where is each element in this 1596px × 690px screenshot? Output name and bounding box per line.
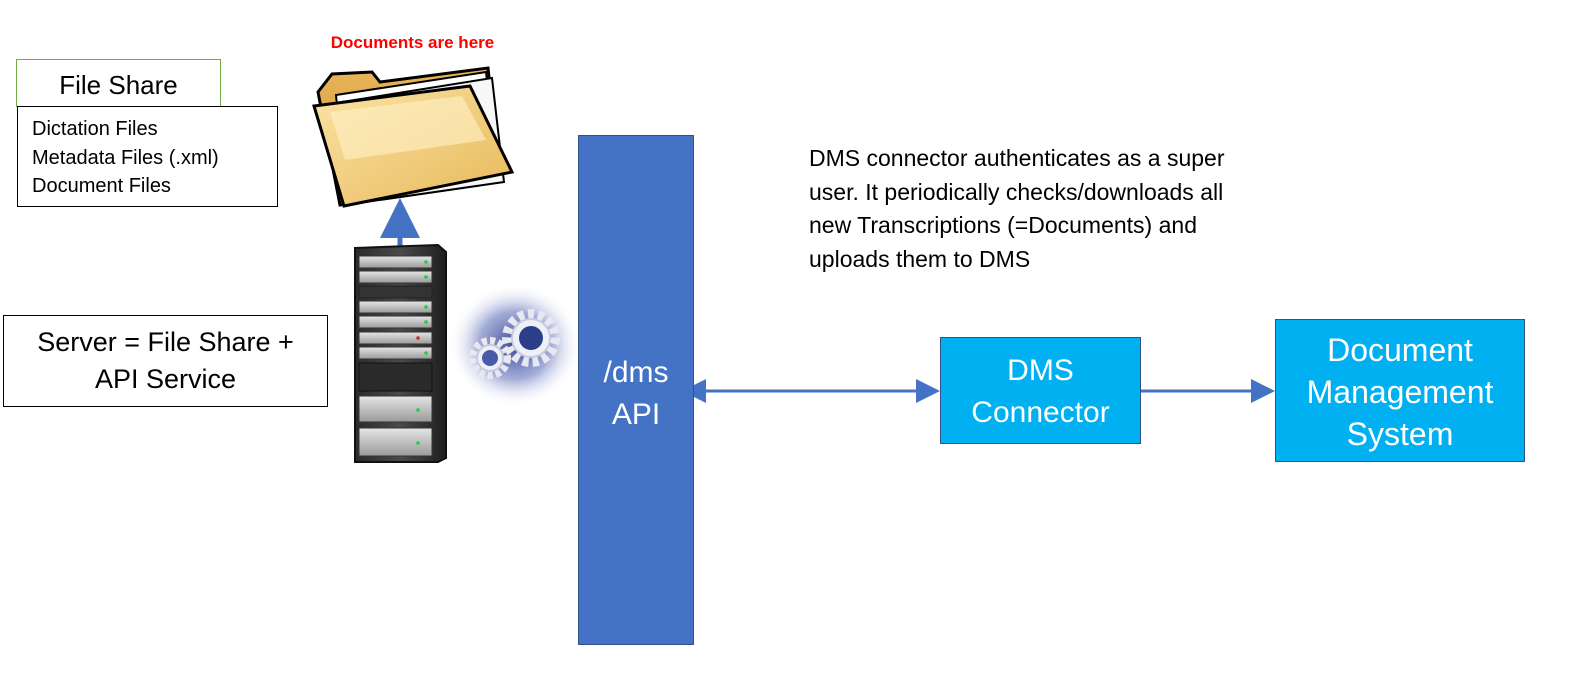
connector-label-line-1: DMS [1007,354,1074,387]
connector-description: DMS connector authenticates as a super u… [809,142,1279,276]
document-management-system-box: Document Management System [1275,319,1525,462]
dms-label-line-3: System [1346,416,1454,452]
server-label-line-1: Server = File Share + [37,327,294,357]
dms-label-line-2: Management [1306,374,1494,410]
server-rack-icon [354,243,447,463]
description-line: user. It periodically checks/downloads a… [809,178,1224,205]
folder-label: Documents are here [330,33,495,52]
server-label: Server = File Share + API Service [3,315,328,407]
folder-icon [312,66,515,208]
file-type-item: Document Files [32,175,171,197]
description-line: DMS connector authenticates as a super [809,145,1225,171]
description-line: new Transcriptions (=Documents) and [809,212,1197,238]
gears-icon [449,283,581,407]
connector-label-line-2: Connector [971,396,1110,429]
file-share-contents: Dictation Files Metadata Files (.xml) Do… [17,106,278,207]
dms-label-line-1: Document [1327,332,1473,368]
dms-api-box: /dms API [578,135,694,645]
file-share-title: File Share [16,59,221,107]
file-type-item: Metadata Files (.xml) [32,146,219,169]
description-line: uploads them to DMS [809,245,1031,272]
server-label-line-2: API Service [94,364,237,394]
api-label-line-2: API [611,398,661,431]
api-label-line-1: /dms [603,356,669,389]
file-type-item: Dictation Files [32,118,158,140]
dms-connector-box: DMS Connector [940,337,1141,444]
